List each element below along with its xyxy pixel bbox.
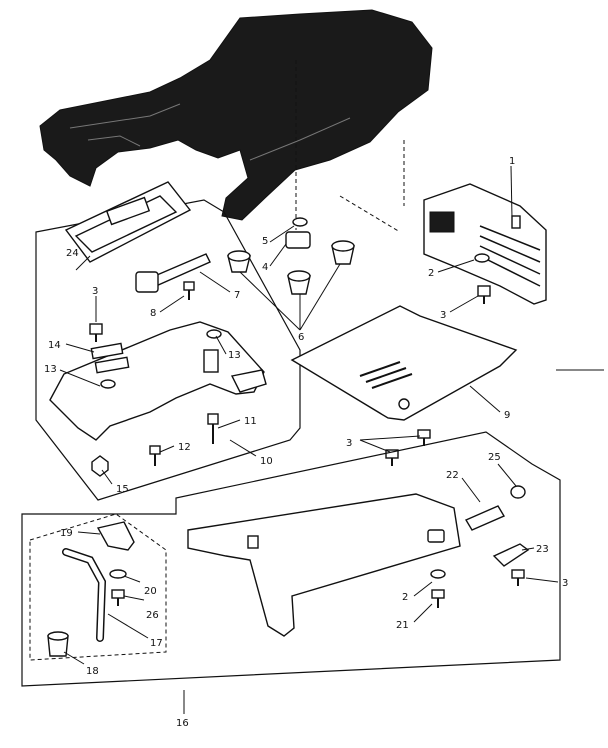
alignment-line (339, 195, 401, 233)
label-20: 20 (144, 586, 157, 597)
bracket-part-19 (96, 521, 135, 551)
label-9: 9 (504, 410, 510, 421)
screw-part-3-base (385, 449, 399, 466)
part-labels: 1 2 3 5 4 6 7 8 3 9 14 13 13 11 12 10 15… (44, 156, 568, 729)
washer-part-13-left (100, 379, 116, 389)
label-6: 6 (298, 332, 304, 343)
foot-part-6 (227, 250, 251, 273)
foot-part-6 (287, 270, 311, 295)
screw-part-8 (183, 281, 195, 300)
frame-part-10 (49, 321, 267, 441)
main-housing-cover (39, 9, 433, 221)
label-3-clip: 3 (562, 578, 568, 589)
nut-part-15 (91, 455, 109, 477)
screw-part-12 (149, 445, 161, 466)
label-23: 23 (536, 544, 549, 555)
screw-part-3-left (89, 323, 103, 342)
bottom-cover-part (187, 493, 461, 637)
screw-part-3-cover (477, 285, 491, 304)
label-24: 24 (66, 248, 79, 259)
label-13-right: 13 (228, 350, 241, 361)
label-1: 1 (509, 156, 515, 167)
base-plate-part-9 (290, 305, 518, 421)
label-7: 7 (234, 290, 240, 301)
rear-cover-part-1 (423, 183, 547, 305)
tray-part-24 (64, 181, 192, 263)
bottom-group-outline (21, 431, 561, 687)
screw-part-26 (111, 589, 125, 606)
label-3: 3 (92, 286, 98, 297)
label-10: 10 (260, 456, 273, 467)
screw-part-11 (207, 413, 219, 444)
leader-lines (59, 165, 604, 714)
plate-part-14 (90, 342, 124, 360)
label-18: 18 (86, 666, 99, 677)
clip-part-23 (492, 543, 530, 567)
foot-part-6 (331, 240, 355, 265)
washer-part-2-top (474, 253, 490, 263)
label-4: 4 (262, 262, 268, 273)
label-8: 8 (150, 308, 156, 319)
screw-part-3-base (417, 429, 431, 446)
block-part-4 (285, 231, 311, 249)
label-13-left: 13 (44, 364, 57, 375)
label-21: 21 (396, 620, 409, 631)
label-16: 16 (176, 718, 189, 729)
shaft-part-7 (135, 253, 211, 293)
label-3-cover: 3 (440, 310, 446, 321)
label-22: 22 (446, 470, 459, 481)
washer-part-20 (109, 569, 127, 579)
subassembly-outline (35, 199, 301, 501)
label-14: 14 (48, 340, 61, 351)
label-15: 15 (116, 484, 129, 495)
label-3-base: 3 (346, 438, 352, 449)
label-5: 5 (262, 236, 268, 247)
label-2: 2 (428, 268, 434, 279)
label-11: 11 (244, 416, 257, 427)
pin-part-22 (464, 505, 506, 531)
screw-part-3-clip (511, 569, 525, 586)
washer-part-25 (510, 485, 526, 499)
label-12: 12 (178, 442, 191, 453)
washer-part-2-bottom (430, 569, 446, 579)
screw-part-21 (431, 589, 445, 608)
label-2-bottom: 2 (402, 592, 408, 603)
washer-part-13-right (206, 329, 222, 339)
washer-part-5 (292, 217, 308, 227)
label-25: 25 (488, 452, 501, 463)
cap-part-18 (47, 631, 69, 657)
label-17: 17 (150, 638, 163, 649)
label-26: 26 (146, 610, 159, 621)
tube-part-17 (62, 548, 107, 642)
label-19: 19 (60, 528, 73, 539)
sub-group-dashed-outline (29, 513, 167, 661)
